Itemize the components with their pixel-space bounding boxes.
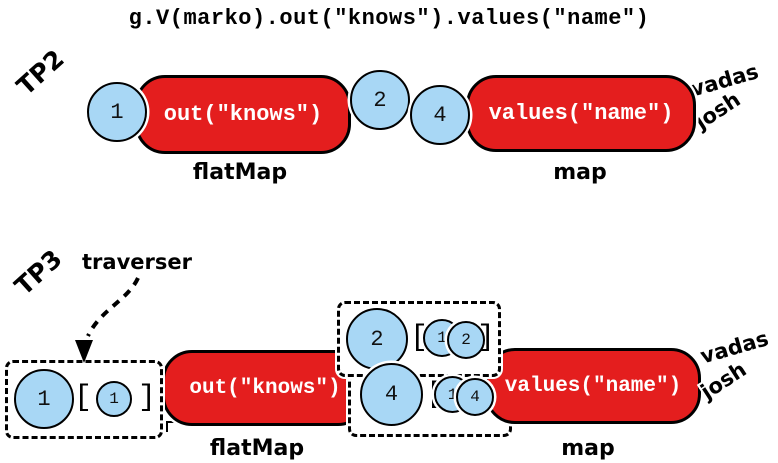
- tp2-out-knows-step: out("knows"): [135, 75, 351, 154]
- tp3-input-small-traverser-circle: 1: [96, 381, 132, 417]
- tp2-out-knows-label: out("knows"): [163, 102, 323, 127]
- tp3-values-name-step: values("name"): [485, 348, 701, 424]
- tp2-values-name-label: values("name"): [488, 101, 674, 126]
- tp3-out-knows-label: out("knows"): [189, 376, 341, 400]
- tp3-map-label: map: [561, 436, 615, 461]
- tp2-values-name-step: values("name"): [466, 75, 696, 152]
- tp3-mid-big-traverser-2-circle: 2: [346, 308, 408, 370]
- tp2-input-traverser-circle: 1: [87, 82, 147, 142]
- tp3-mid-top-small-2-circle: 2: [447, 321, 485, 359]
- tp3-out-knows-step: out("knows"): [162, 350, 368, 426]
- tp2-mid-traverser-4-circle: 4: [410, 85, 470, 145]
- tp2-map-label: map: [553, 160, 607, 185]
- tp2-section-label: TP2: [11, 44, 70, 101]
- tp3-section-label: TP3: [9, 244, 68, 301]
- tp3-input-close-bracket: ]: [138, 381, 157, 415]
- tp3-input-open-bracket: [: [74, 381, 93, 415]
- tp2-mid-traverser-2-circle: 2: [350, 70, 410, 130]
- tp3-input-big-traverser-circle: 1: [14, 369, 74, 429]
- tp3-mid-top-close-bracket: ]: [477, 321, 496, 355]
- tp3-values-name-label: values("name"): [504, 374, 682, 398]
- gremlin-query-title: g.V(marko).out("knows").values("name"): [128, 6, 650, 31]
- tp3-mid-big-traverser-4-circle: 4: [360, 363, 423, 426]
- dashed-arrow-icon: [75, 277, 140, 363]
- tp3-flatmap-label: flatMap: [209, 436, 305, 461]
- tp3-mid-bottom-small-4-circle: 4: [456, 378, 494, 416]
- traverser-callout-label: traverser: [82, 250, 192, 274]
- tp2-flatmap-label: flatMap: [192, 160, 288, 185]
